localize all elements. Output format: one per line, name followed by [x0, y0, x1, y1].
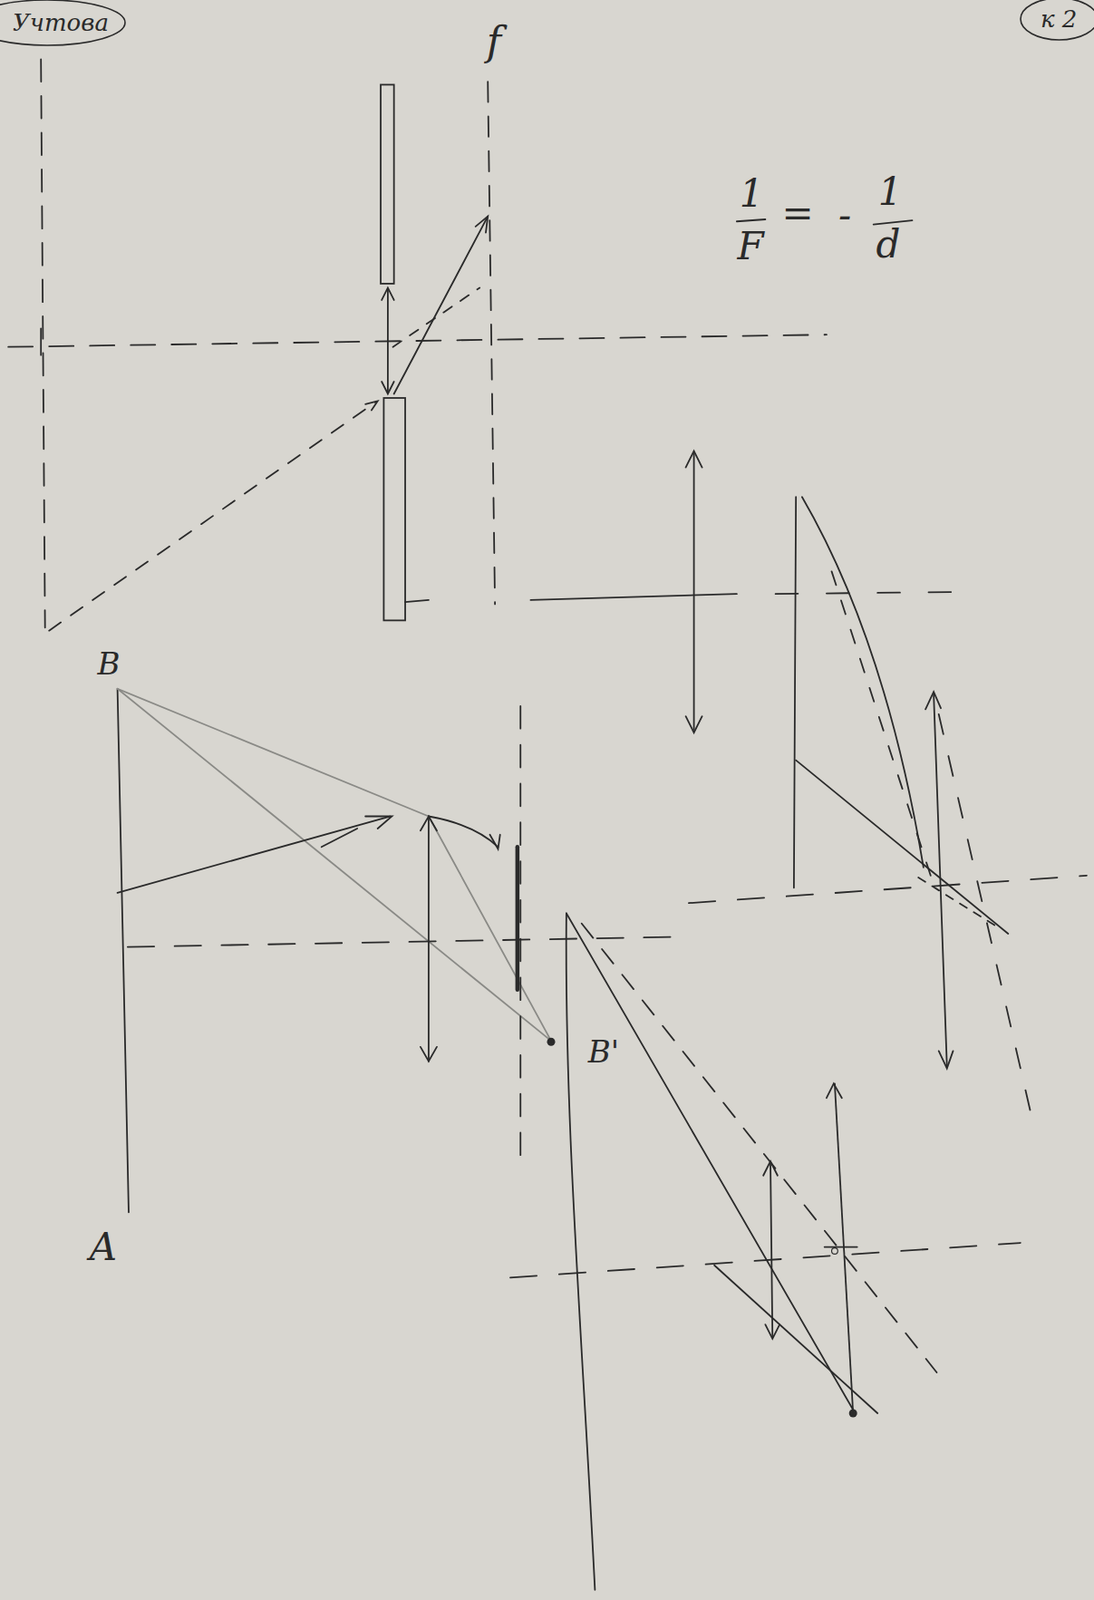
handwritten-note: к 2 — [1040, 5, 1077, 33]
handwritten-label: 1 — [739, 174, 765, 213]
handwritten-note: Учтова — [12, 9, 109, 37]
circled-note: к 2 — [1024, 0, 1094, 39]
circled-note: Учтова — [0, 1, 122, 44]
handwritten-label: B — [97, 648, 121, 679]
handwritten-label: A — [89, 1228, 117, 1267]
handwritten-label: 1 — [878, 173, 903, 212]
handwritten-label: d — [876, 225, 901, 264]
handwritten-label: B' — [588, 1035, 620, 1067]
handwritten-label: F — [736, 227, 764, 266]
handwritten-label: f — [486, 21, 502, 62]
handwritten-label: - — [838, 196, 852, 235]
handwritten-label: = — [781, 194, 814, 233]
